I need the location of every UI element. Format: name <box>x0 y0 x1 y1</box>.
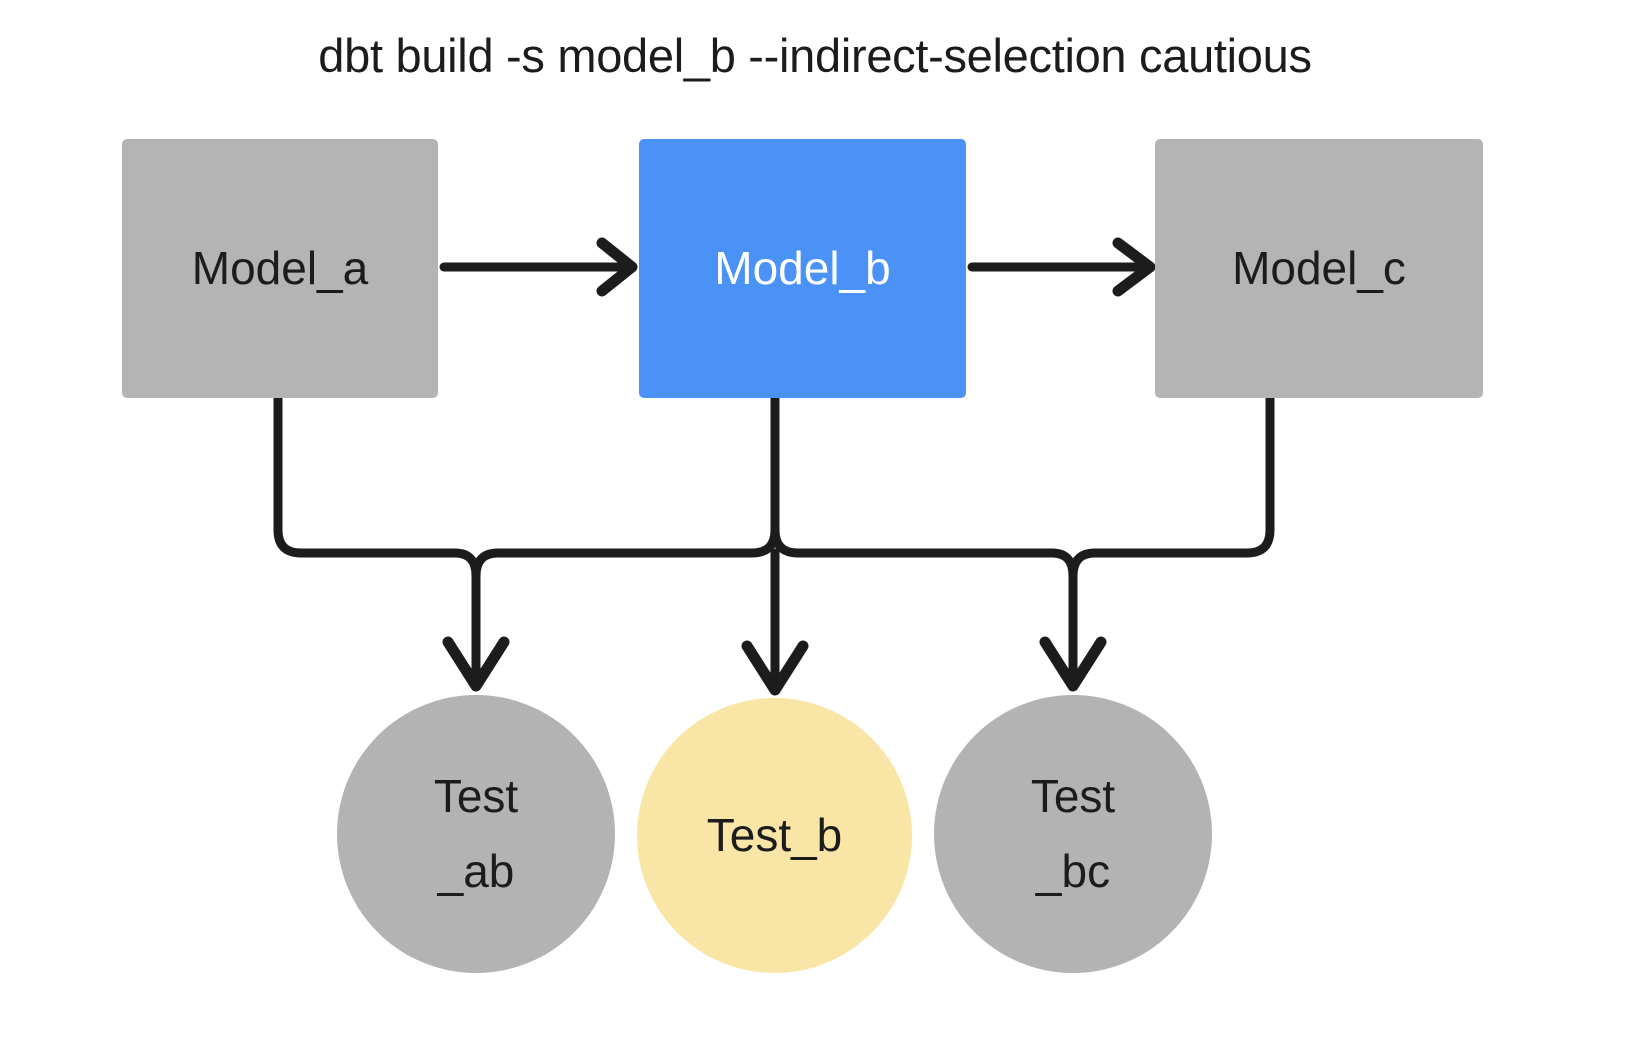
edge-model-b-to-test-ab <box>493 525 780 558</box>
edge-model-b-to-test-bc <box>770 525 1057 558</box>
node-test-b-label-line1: Test_b <box>706 809 843 862</box>
arrowhead-model-a-to-model-b <box>596 237 638 297</box>
node-test-bc[interactable]: Test _bc <box>934 695 1212 973</box>
node-model-b-label: Model_b <box>714 242 891 295</box>
node-test-ab-label-line2: _ab <box>437 845 515 897</box>
node-test-bc-label-line1: Test <box>1030 770 1116 823</box>
edge-drop-test-bc-right <box>1068 548 1100 581</box>
node-test-ab-label-line1: Test <box>433 770 519 823</box>
node-model-c[interactable]: Model_c <box>1155 139 1483 398</box>
edge-drop-test-ab-right <box>471 548 503 581</box>
node-test-b[interactable]: Test_b <box>637 698 912 973</box>
diagram-title: dbt build -s model_b --indirect-selectio… <box>318 29 1312 82</box>
edge-group <box>273 237 1275 696</box>
node-model-c-label: Model_c <box>1232 242 1406 295</box>
node-model-a-label: Model_a <box>191 242 369 295</box>
arrowhead-test-ab <box>442 636 510 692</box>
arrowhead-test-bc <box>1039 636 1107 692</box>
node-model-b[interactable]: Model_b <box>639 139 966 398</box>
node-test-bc-label-line2: _bc <box>1035 845 1111 897</box>
node-test-ab[interactable]: Test _ab <box>337 695 615 973</box>
arrowhead-test-b <box>741 640 809 696</box>
edge-model-a-to-test-ab <box>273 393 460 558</box>
edge-model-c-to-test-bc <box>1090 393 1275 558</box>
arrowhead-model-b-to-model-c <box>1112 237 1156 297</box>
node-model-a[interactable]: Model_a <box>122 139 438 398</box>
